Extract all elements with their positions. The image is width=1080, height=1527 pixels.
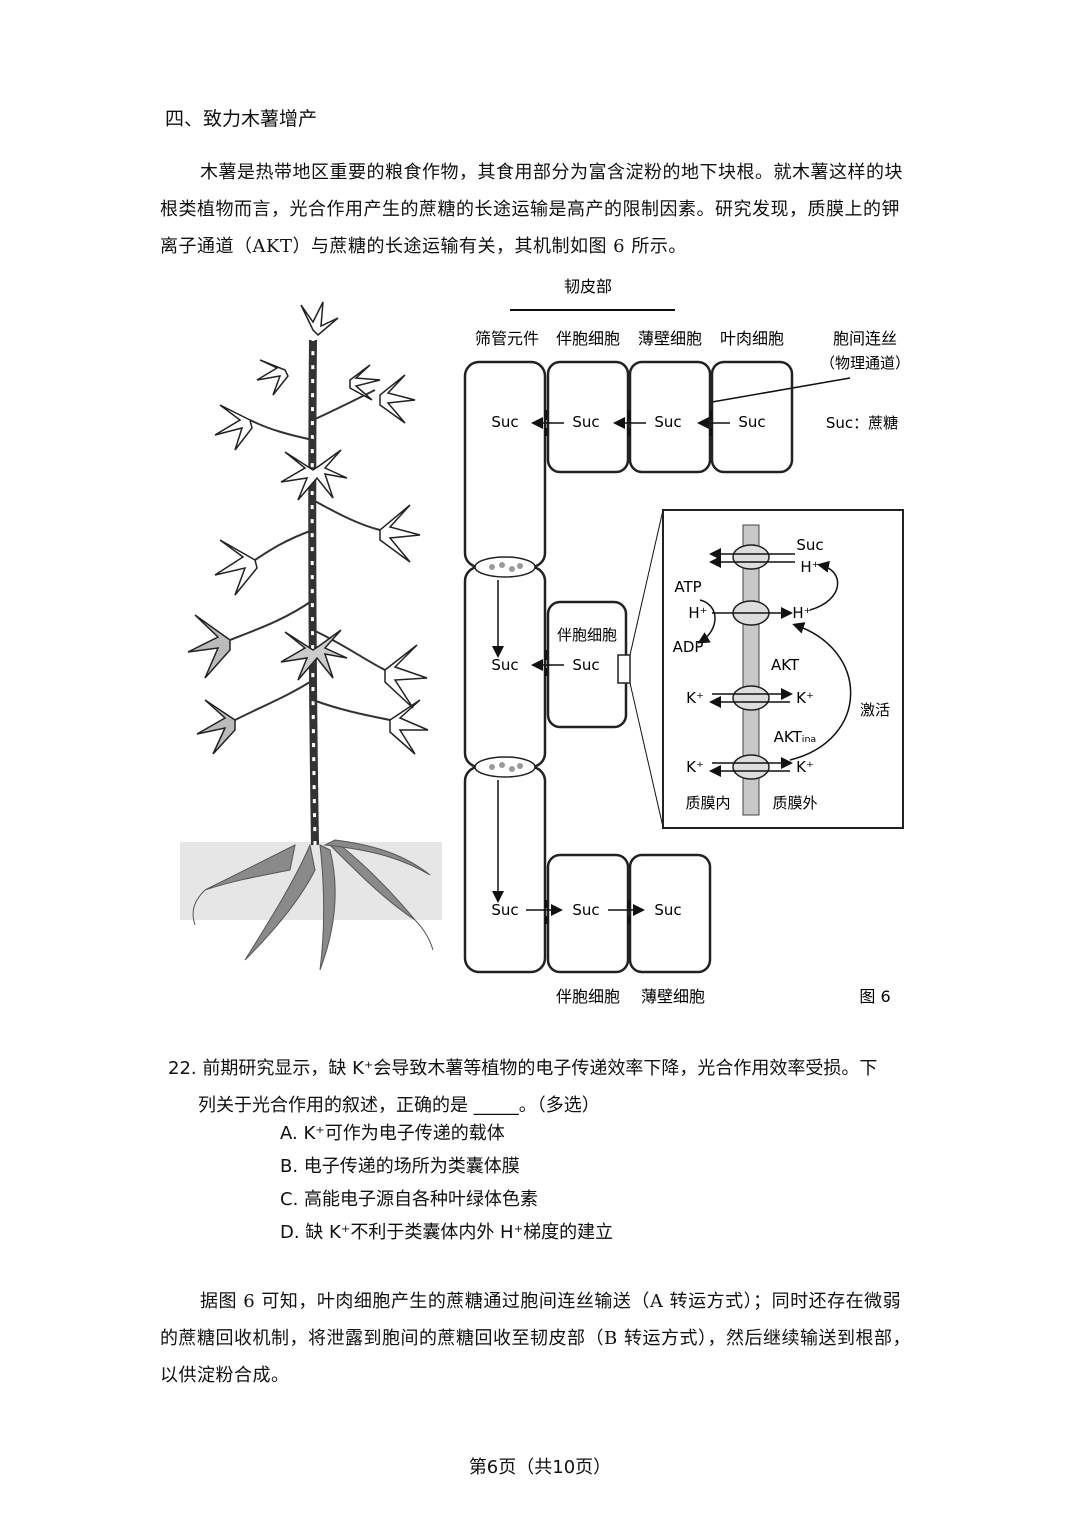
phloem-transport-diagram: 韧皮部 筛管元件 伴胞细胞 薄壁细胞 叶肉细胞 胞间连丝 （物理通道） Suc：… xyxy=(463,277,910,1006)
plasmodesmata-sublabel: （物理通道） xyxy=(820,354,910,372)
inset-adp: ADP xyxy=(673,638,704,656)
intro-line: 离子通道（AKT）与蔗糖的长途运输有关，其机制如图 6 所示。 xyxy=(160,236,687,257)
option-b: B. 电子传递的场所为类囊体膜 xyxy=(280,1156,520,1177)
inset-k-in: K⁺ xyxy=(686,689,704,707)
option-d: D. 缺 K⁺不利于类囊体内外 H⁺梯度的建立 xyxy=(280,1222,614,1243)
inset-activate: 激活 xyxy=(860,701,890,719)
option-c: C. 高能电子源自各种叶绿体色素 xyxy=(280,1189,539,1210)
conclusion-line: 的蔗糖回收机制，将泄露到胞间的蔗糖回收至韧皮部（B 转运方式），然后继续输送到根… xyxy=(160,1328,911,1349)
question-options: A. K⁺可作为电子传递的载体 B. 电子传递的场所为类囊体膜 C. 高能电子源… xyxy=(280,1117,613,1249)
figure-caption: 图 6 xyxy=(859,987,890,1006)
bottom-label-companion: 伴胞细胞 xyxy=(556,987,620,1006)
inset-h-in: H⁺ xyxy=(688,604,707,622)
suc-label: Suc xyxy=(572,656,599,674)
phloem-label: 韧皮部 xyxy=(564,277,612,296)
col-label-sieve: 筛管元件 xyxy=(475,329,539,348)
suc-label: Suc xyxy=(738,413,765,431)
question-stem-line1: 前期研究显示，缺 K⁺会导致木薯等植物的电子传递效率下降，光合作用效率受损。下 xyxy=(202,1058,878,1079)
membrane-inset xyxy=(662,509,904,829)
intro-line: 根类植物而言，光合作用产生的蔗糖的长途运输是高产的限制因素。研究发现，质膜上的钾 xyxy=(160,199,900,220)
inset-akt-ina: AKTᵢₙₐ xyxy=(774,728,817,746)
inset-h-out2: H⁺ xyxy=(792,604,811,622)
inset-k-out2: K⁺ xyxy=(796,758,814,776)
plant-leaves xyxy=(187,301,429,755)
suc-legend: Suc：蔗糖 xyxy=(826,414,898,432)
inset-akt: AKT xyxy=(771,656,800,674)
companion-mid-label: 伴胞细胞 xyxy=(557,626,617,644)
inset-atp: ATP xyxy=(674,578,701,596)
inset-outside: 质膜外 xyxy=(772,794,817,812)
suc-label: Suc xyxy=(491,901,518,919)
inset-inside: 质膜内 xyxy=(685,794,730,812)
sieve-plate xyxy=(474,556,536,778)
suc-label: Suc xyxy=(491,413,518,431)
option-a: A. K⁺可作为电子传递的载体 xyxy=(280,1123,505,1144)
plant-stem xyxy=(308,339,319,846)
col-label-mesophyll: 叶肉细胞 xyxy=(720,329,784,348)
conclusion-paragraph: 据图 6 可知，叶肉细胞产生的蔗糖通过胞间连丝输送（A 转运方式）；同时还存在微… xyxy=(160,1283,950,1394)
conclusion-line: 据图 6 可知，叶肉细胞产生的蔗糖通过胞间连丝输送（A 转运方式）；同时还存在微… xyxy=(200,1291,902,1312)
question-stem-line2: 列关于光合作用的叙述，正确的是 _____。（多选） xyxy=(198,1095,600,1116)
bottom-label-parenchyma: 薄壁细胞 xyxy=(641,987,705,1006)
inset-k-out: K⁺ xyxy=(796,689,814,707)
col-label-companion: 伴胞细胞 xyxy=(556,329,620,348)
question-number: 22. xyxy=(168,1058,197,1079)
suc-label: Suc xyxy=(654,901,681,919)
inset-k-in2: K⁺ xyxy=(686,758,704,776)
inset-h-out: H⁺ xyxy=(800,558,819,576)
conclusion-line: 以供淀粉合成。 xyxy=(160,1365,290,1386)
col-label-parenchyma: 薄壁细胞 xyxy=(638,329,702,348)
page-footer: 第6页（共10页） xyxy=(468,1457,612,1478)
cassava-plant-illustration xyxy=(180,301,442,971)
suc-label: Suc xyxy=(572,413,599,431)
question-22: 22. 前期研究显示，缺 K⁺会导致木薯等植物的电子传递效率下降，光合作用效率受… xyxy=(168,1050,948,1124)
plasmodesmata-label: 胞间连丝 xyxy=(833,329,897,348)
suc-label: Suc xyxy=(491,656,518,674)
suc-label: Suc xyxy=(572,901,599,919)
intro-line: 木薯是热带地区重要的粮食作物，其食用部分为富含淀粉的地下块根。就木薯这样的块 xyxy=(200,162,903,183)
tuber-roots xyxy=(204,839,431,971)
intro-paragraph: 木薯是热带地区重要的粮食作物，其食用部分为富含淀粉的地下块根。就木薯这样的块 根… xyxy=(160,154,950,265)
inset-suc: Suc xyxy=(796,536,823,554)
section-title: 四、致力木薯增产 xyxy=(165,108,318,130)
suc-label: Suc xyxy=(654,413,681,431)
